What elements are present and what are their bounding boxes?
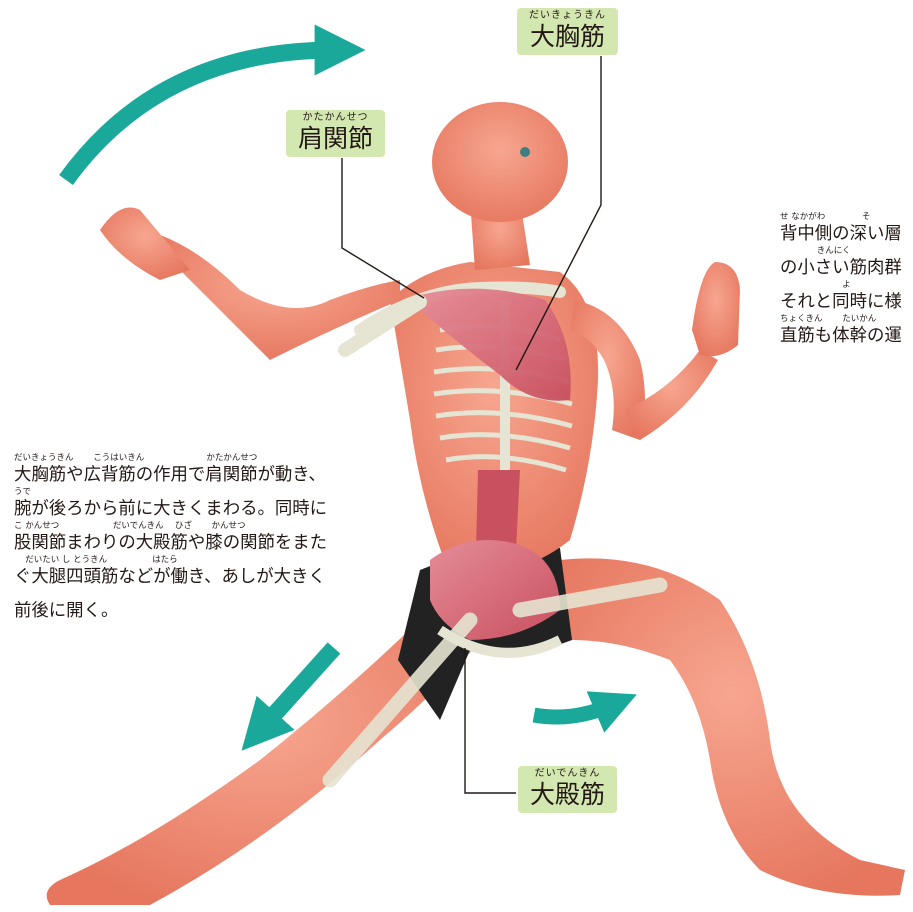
text-line: こ かんせつ だいでんきん ひざ かんせつ股関節まわりの大殿筋や膝の関節をまた <box>14 521 394 555</box>
line-text: 前後に開く。 <box>14 600 118 622</box>
text-line: せ なかがわ そ背中側の深い層 <box>780 212 913 246</box>
line-text: 直筋も体幹の運 <box>780 325 902 347</box>
line-text: 腕が後ろから前に大きくまわる。同時に <box>14 498 327 520</box>
text-line: ちょくきん たいかん直筋も体幹の運 <box>780 314 913 348</box>
line-text: 大胸筋や広背筋の作用で肩関節が動き、 <box>14 464 326 486</box>
explanation-right: せ なかがわ そ背中側の深い層 きんにくの小さい筋肉群 よそれと同時に様 ちょく… <box>780 212 913 348</box>
text-line: きんにくの小さい筋肉群 <box>780 246 913 280</box>
label-shoulder-joint: かたかんせつ 肩関節 <box>286 110 385 157</box>
furigana: せ なかがわ そ <box>780 212 870 222</box>
leader-line-daidenkin <box>465 648 516 793</box>
text-line: よそれと同時に様 <box>780 280 913 314</box>
furigana: うで <box>14 487 31 497</box>
text-line: 前後に開く。 <box>14 589 394 623</box>
line-text: の小さい筋肉群 <box>780 257 902 279</box>
explanation-left: だいきょうきん こうはいきん かたかんせつ大胸筋や広背筋の作用で肩関節が動き、 … <box>14 453 394 623</box>
label-text: 肩関節 <box>298 124 373 157</box>
label-ruby: だいきょうきん <box>529 8 606 22</box>
line-text: 股関節まわりの大殿筋や膝の関節をまた <box>14 532 327 554</box>
text-line: うで腕が後ろから前に大きくまわる。同時に <box>14 487 394 521</box>
furigana: よ <box>780 280 851 290</box>
label-text: 大殿筋 <box>530 780 605 813</box>
furigana: だいたい し とうきん はたら <box>14 555 178 565</box>
text-line: だいきょうきん こうはいきん かたかんせつ大胸筋や広背筋の作用で肩関節が動き、 <box>14 453 394 487</box>
label-text: 大胸筋 <box>529 22 606 55</box>
furigana: きんにく <box>780 246 851 256</box>
furigana: だいきょうきん こうはいきん かたかんせつ <box>14 453 257 463</box>
line-text: ぐ大腿四頭筋などが働き、あしが大きく <box>14 566 326 588</box>
label-pectoralis-major: だいきょうきん 大胸筋 <box>517 8 618 55</box>
label-gluteus-maximus: だいでんきん 大殿筋 <box>518 766 617 813</box>
furigana: ちょくきん たいかん <box>780 314 876 324</box>
furigana: こ かんせつ だいでんきん ひざ かんせつ <box>14 521 246 531</box>
leader-line-katakansetsu <box>342 158 424 298</box>
text-line: だいたい し とうきん はたらぐ大腿四頭筋などが働き、あしが大きく <box>14 555 394 589</box>
backward-arrow-right-leg <box>534 705 612 717</box>
label-ruby: だいでんきん <box>530 766 605 780</box>
eye <box>520 147 530 157</box>
label-ruby: かたかんせつ <box>298 110 373 124</box>
line-text: それと同時に様 <box>780 291 902 313</box>
line-text: 背中側の深い層 <box>780 223 902 245</box>
head <box>432 102 568 222</box>
